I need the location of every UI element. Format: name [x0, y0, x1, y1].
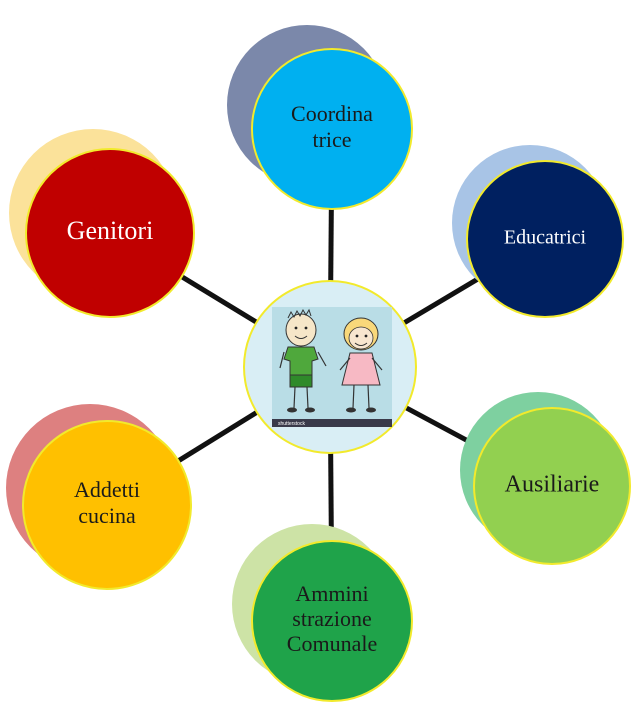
node-label-coordinatrice: Coordina	[291, 101, 373, 126]
node-label-amministrazione-comunale: Ammini	[295, 581, 368, 606]
nodes: CoordinatriceEducatriciAusiliarieAmminis…	[6, 25, 631, 702]
node-label-coordinatrice: trice	[312, 127, 351, 152]
node-label-genitori: Genitori	[67, 216, 154, 245]
node-label-addetti-cucina: cucina	[78, 503, 136, 528]
node-circle-addetti-cucina	[22, 420, 192, 590]
watermark-caption: shutterstock	[278, 421, 305, 427]
boy-figure	[279, 308, 327, 413]
node-circle-ausiliarie	[473, 407, 631, 565]
node-label-addetti-cucina: Addetti	[74, 477, 140, 502]
node-label-ausiliarie: Ausiliarie	[505, 472, 600, 498]
node-ausiliarie: Ausiliarie	[460, 392, 631, 565]
node-circle-amministrazione-comunale	[251, 540, 413, 702]
two-cartoon-children-icon: shutterstock	[272, 307, 392, 427]
node-circle-genitori	[25, 148, 195, 318]
node-educatrici: Educatrici	[452, 145, 624, 318]
node-label-amministrazione-comunale: Comunale	[287, 631, 377, 656]
node-circle-educatrici	[466, 160, 624, 318]
girl-figure	[339, 317, 383, 413]
watermark-strip	[272, 419, 392, 427]
hub: shutterstock	[243, 280, 417, 454]
node-genitori: Genitori	[9, 129, 195, 318]
node-label-educatrici: Educatrici	[504, 227, 587, 249]
node-label-amministrazione-comunale: strazione	[292, 606, 371, 631]
node-circle-coordinatrice	[251, 48, 413, 210]
